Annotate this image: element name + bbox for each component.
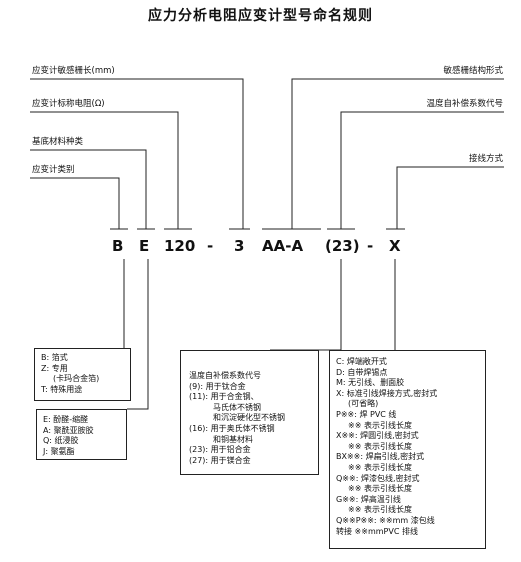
code-grid-length: 3: [234, 237, 245, 255]
box-wiring-row: D: 自带焊锡点: [336, 367, 388, 377]
code-char-e: E: [139, 237, 150, 255]
box-type-row: B: 箔式: [41, 353, 68, 362]
box-wiring-row: X: 标准引线焊接方式,密封式: [336, 388, 438, 398]
box-wiring-row: M: 无引线、删面胶: [336, 378, 405, 388]
box-temp-row: (9): 用于钛合金: [189, 381, 246, 391]
box-temp-row: 马氏体不锈钢: [213, 402, 261, 412]
label-temp-comp: 温度自补偿系数代号: [426, 99, 503, 109]
label-base-material: 基底材料种类: [32, 137, 84, 147]
box-wiring-row: (可省略): [348, 399, 379, 409]
code-grid-structure: AA-A: [262, 237, 304, 255]
leader-wiring: [396, 166, 504, 229]
box-type-row: T: 特殊用途: [41, 384, 83, 394]
label-resistance: 应变计标称电阻(Ω): [32, 99, 105, 109]
box-temp-row: (11): 用于合金钢、: [189, 392, 259, 402]
page-title: 应力分析电阻应变计型号命名规则: [148, 8, 373, 24]
label-wiring: 接线方式: [468, 154, 503, 164]
leader-temp-comp: [340, 111, 504, 229]
box-base-row: Q: 纸浸胶: [43, 436, 79, 446]
box-temp-row: 和铜基材料: [213, 434, 253, 444]
box-wiring-row: P※※: 焊 PVC 线: [336, 409, 397, 419]
code-resistance: 120: [164, 237, 196, 255]
box-base-material: E: 酚醛-缩醛 A: 聚酰亚胺胶 Q: 纸浸胶 J: 聚氨酯: [36, 409, 127, 460]
leader-box-temp: [270, 259, 342, 351]
box-wiring-row: ※※ 表示引线长度: [348, 420, 412, 430]
box-temp-comp: 温度自补偿系数代号 (9): 用于钛合金 (11): 用于合金钢、 马氏体不锈钢…: [180, 350, 319, 475]
code-dash-1: -: [207, 237, 214, 255]
leader-base-material: [30, 149, 147, 229]
code-dash-2: -: [367, 237, 374, 255]
box-temp-row: 温度自补偿系数代号: [189, 371, 261, 380]
box-wiring-row: 转接 ※※mmPVC 排线: [336, 526, 418, 536]
box-temp-row: (27): 用于镁合金: [189, 455, 251, 465]
box-temp-row: (16): 用于奥氏体不锈钢: [189, 423, 275, 433]
code-char-b: B: [112, 237, 124, 255]
box-wiring-row: ※※ 表示引线长度: [348, 441, 412, 451]
box-wiring-row: Q※※P※※: ※※mm 漆包线: [336, 515, 435, 525]
code-wiring: X: [389, 237, 401, 255]
code-temp-comp: (23): [325, 237, 360, 255]
leader-resistance: [30, 111, 179, 229]
box-base-row: J: 聚氨酯: [43, 446, 75, 456]
leader-gauge-type: [30, 177, 120, 229]
leader-box-base: [127, 259, 149, 410]
leader-grid-structure: [291, 78, 504, 229]
box-wiring-row: G※※: 焊高温引线: [336, 494, 401, 504]
box-wiring-row: ※※ 表示引线长度: [348, 462, 412, 472]
box-wiring: C: 焊端敞开式 D: 自带焊锡点 M: 无引线、删面胶 X: 标准引线焊接方式…: [329, 350, 486, 549]
box-wiring-row: ※※ 表示引线长度: [348, 505, 412, 515]
leader-grid-length: [30, 78, 244, 229]
box-temp-row: (23): 用于铝合金: [189, 445, 251, 455]
box-gauge-type: B: 箔式 Z: 专用 (卡玛合金箔) T: 特殊用途: [34, 348, 131, 401]
box-wiring-row: Q※※: 焊漆包线,密封式: [336, 473, 420, 483]
label-grid-length: 应变计敏感栅长(mm): [32, 66, 115, 76]
box-base-row: E: 酚醛-缩醛: [43, 415, 89, 424]
box-wiring-row: X※※: 焊圆引线,密封式: [336, 431, 419, 441]
box-wiring-row: C: 焊端敞开式: [336, 357, 387, 366]
box-wiring-row: ※※ 表示引线长度: [348, 484, 412, 494]
box-type-row: Z: 专用: [41, 363, 68, 373]
box-type-row: (卡玛合金箔): [53, 374, 100, 384]
box-wiring-row: BX※※: 焊扁引线,密封式: [336, 452, 425, 462]
box-base-row: A: 聚酰亚胺胶: [43, 425, 94, 435]
label-grid-structure: 敏感栅结构形式: [443, 66, 503, 76]
label-gauge-type: 应变计类别: [32, 165, 75, 175]
box-temp-row: 和沉淀硬化型不锈钢: [213, 413, 285, 423]
